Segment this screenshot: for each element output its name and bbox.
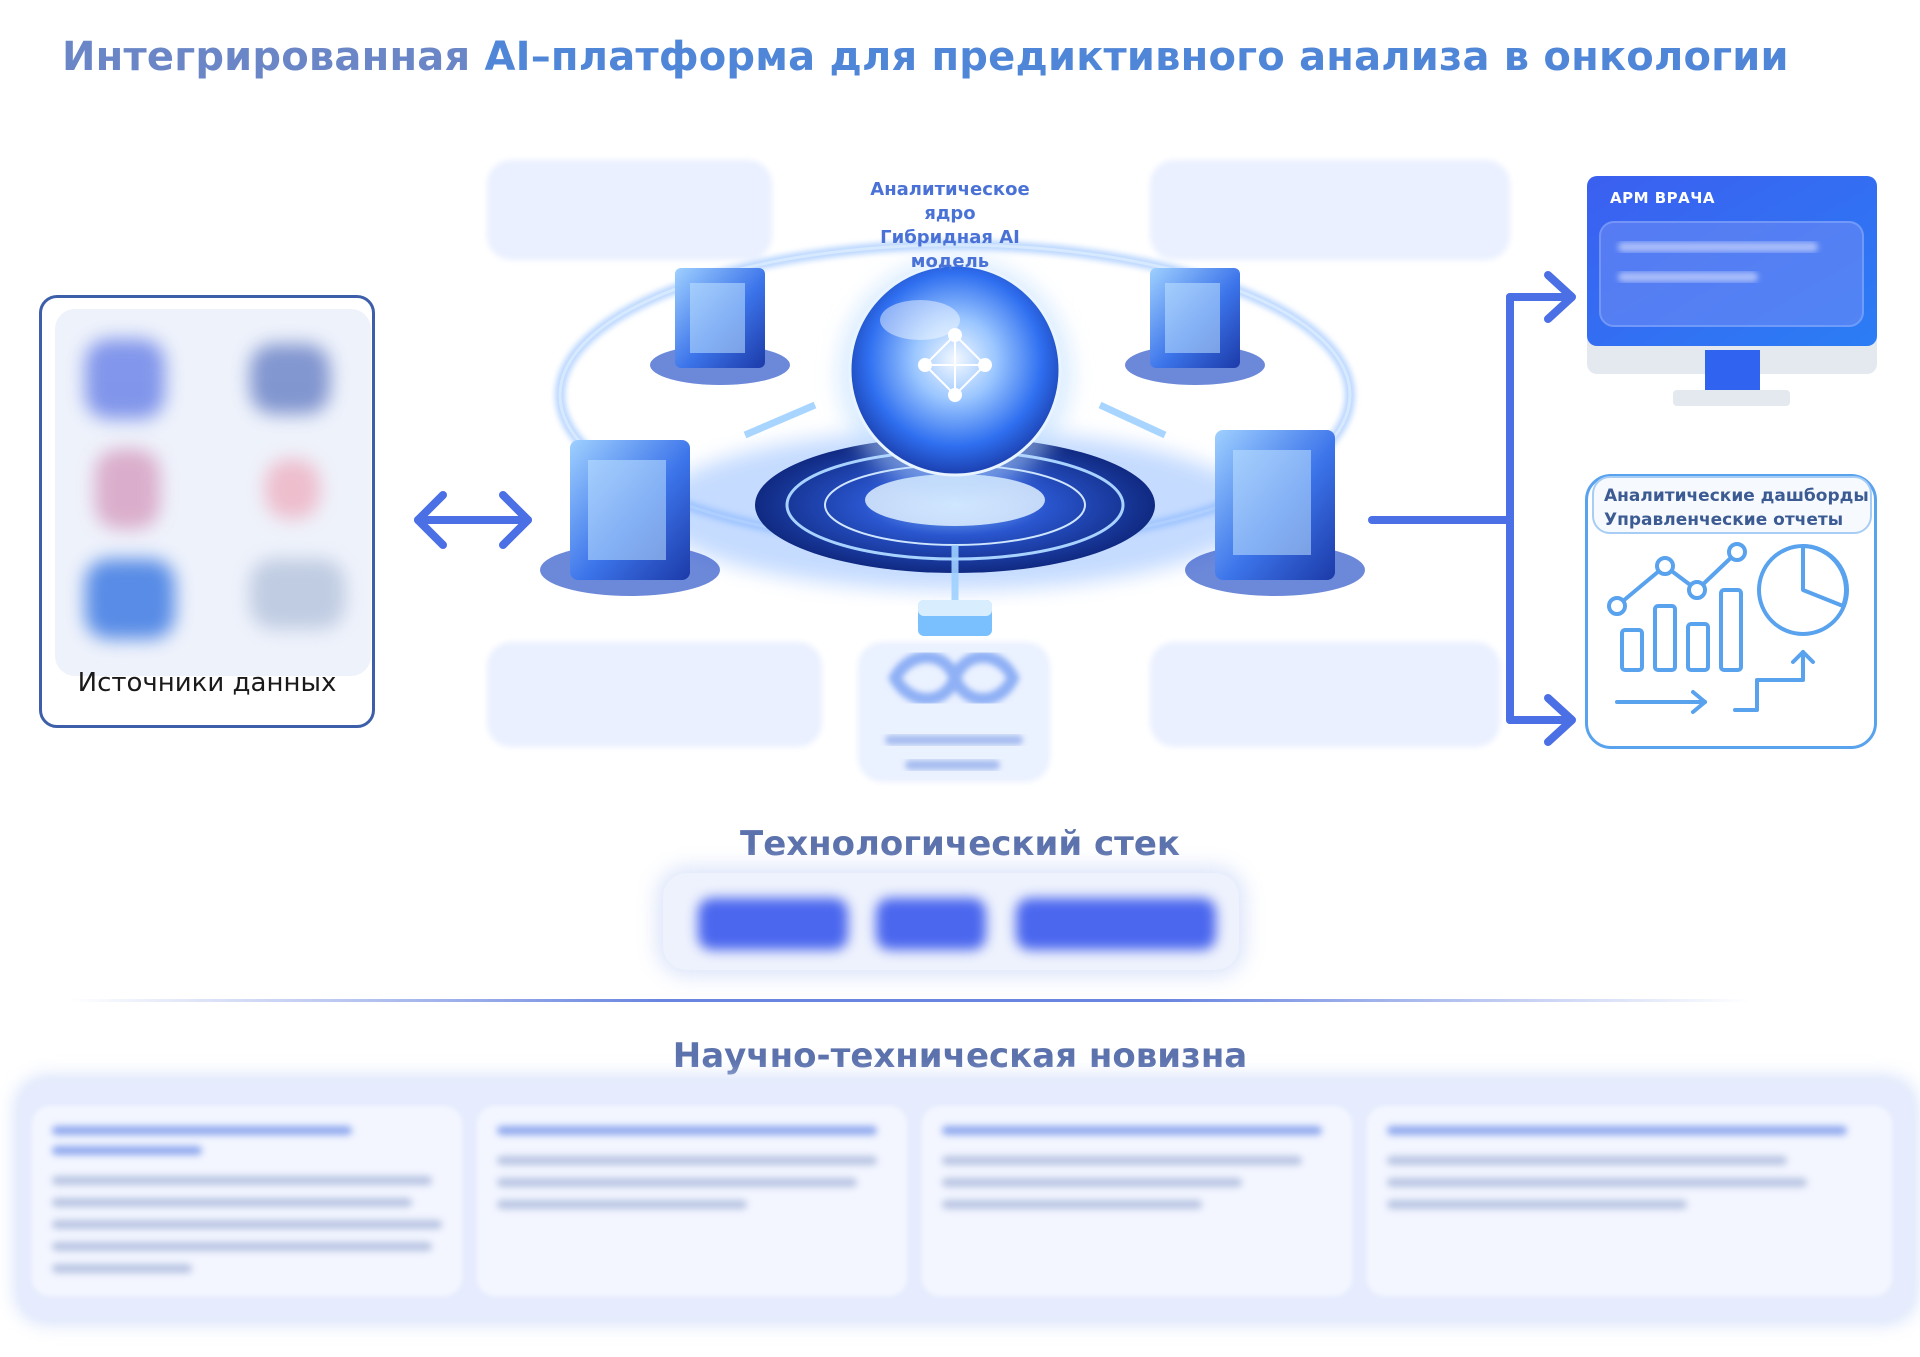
tech-stack-title: Технологический стек [740,824,1180,864]
data-sources-icons [55,309,371,676]
title-part1: Интегрированная [62,34,485,80]
pie-chart-icon [1757,544,1849,636]
data-sources-label: Источники данных [77,668,337,698]
tech-stack-item-1 [698,898,848,950]
input-node-icon [918,600,992,636]
core-label-line2: Гибридная AI модель [880,227,1020,272]
infinity-icon [888,651,1020,705]
novelty-panel [20,1081,1912,1319]
core-label-line1: Аналитическое ядро [870,179,1030,224]
line-chart-icon [1607,542,1747,616]
continuous-learning-card [858,642,1050,782]
callout-top-left [487,160,772,260]
server-icon-top-right [1125,268,1265,385]
analytics-core-label: Аналитическое ядро Гибридная AI модель [845,178,1055,274]
source-icon-5 [85,559,175,639]
dashboards-label-line2: Управленческие отчеты [1604,510,1844,530]
source-icon-6 [250,559,345,629]
bar-chart-icon [1620,588,1743,672]
novelty-card-4 [1367,1106,1892,1296]
novelty-card-2 [477,1106,907,1296]
callout-bottom-right [1150,642,1500,747]
novelty-card-1 [32,1106,462,1296]
dashboards-labels: Аналитические дашборды Управленческие от… [1592,476,1872,534]
double-arrow-icon [414,491,532,549]
monitor-icon [1587,176,1877,406]
title-part2: AI–платформа для предиктивного анализа в… [484,34,1789,80]
page-title: Интегрированная AI–платформа для предикт… [62,34,1789,80]
branch-arrow-icon [1368,271,1576,746]
core-base-platform [755,437,1155,573]
novelty-card-3 [922,1106,1352,1296]
server-icon-bottom-left [540,440,720,596]
source-icon-1 [85,339,165,419]
callout-top-right [1150,160,1510,260]
server-icon-bottom-right [1185,430,1365,596]
source-icon-2 [250,344,330,414]
dashboard-graphics [1607,542,1849,714]
neural-sphere-icon [837,257,1073,493]
dashboards-label-line1: Аналитические дашборды [1604,486,1869,506]
source-icon-3 [95,449,160,529]
tech-stack-panel [663,873,1239,970]
server-icon-top-left [650,268,790,385]
novelty-title: Научно-техническая новизна [672,1036,1248,1076]
source-icon-4 [265,459,320,519]
data-sources-panel: Источники данных [39,295,375,728]
tech-stack-item-2 [876,898,986,950]
callout-bottom-left [487,642,822,747]
trend-arrow-icon [1615,650,1815,714]
section-divider [70,999,1750,1002]
tech-stack-item-3 [1016,898,1216,950]
doctor-workstation-label: АРМ ВРАЧА [1610,189,1716,207]
